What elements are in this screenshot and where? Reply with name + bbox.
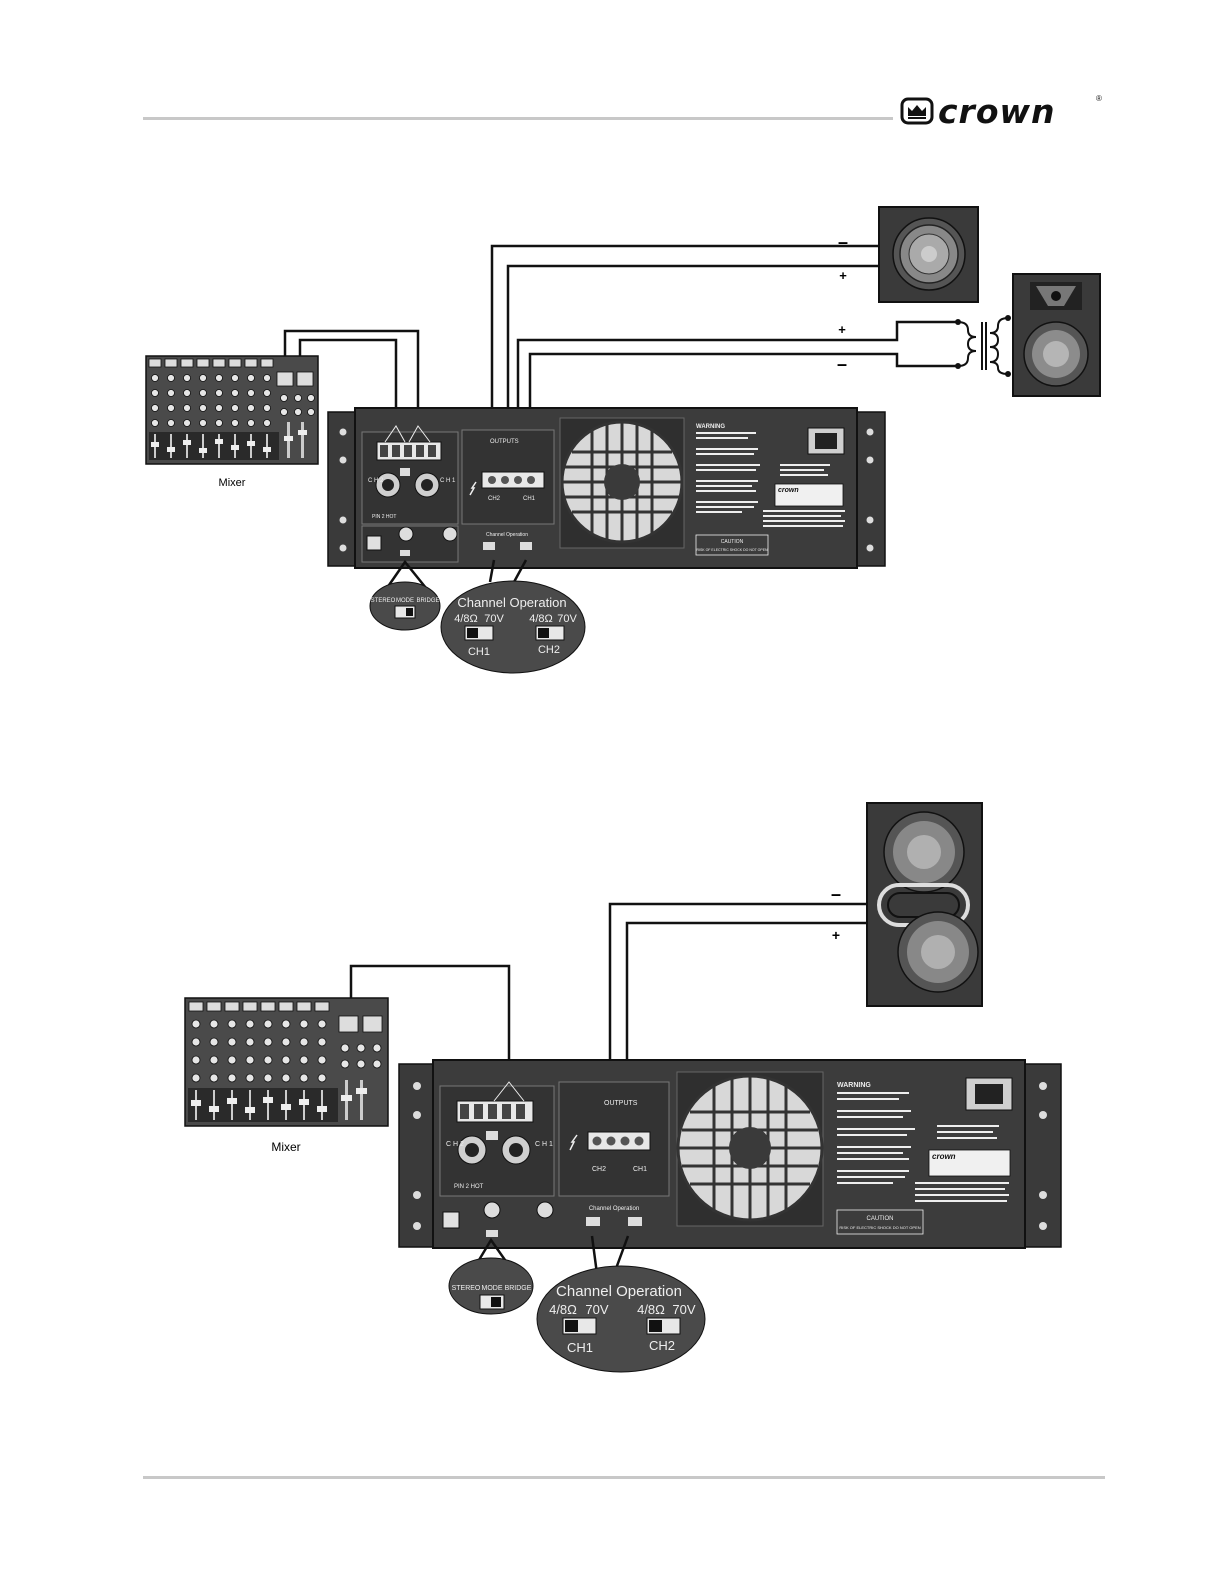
ch2-70v-label: 70V bbox=[557, 613, 577, 625]
ch1-ohm-label: 4/8Ω bbox=[549, 1302, 577, 1317]
power-inlet-icon bbox=[815, 433, 837, 449]
speaker-70v bbox=[1012, 273, 1101, 397]
transformer bbox=[957, 317, 1009, 375]
input-ch1-label: C H 1 bbox=[535, 1141, 553, 1148]
caution-sub-label: RISK OF ELECTRIC SHOCK DO NOT OPEN bbox=[696, 548, 768, 552]
mode-label: MODE bbox=[482, 1285, 503, 1292]
channel-operation-panel-label: Channel Operation bbox=[486, 532, 528, 538]
mixer-label: Mixer bbox=[219, 477, 246, 489]
speaker-bridge bbox=[866, 802, 983, 1007]
wiring-diagram-bridge: Mixer – + C bbox=[184, 802, 1062, 1373]
amplifier-rear-panel: C H 2 C H 1 PIN 2 HOT OUTPUTS CH2 CH1 WA… bbox=[398, 1059, 1062, 1249]
trademark-mark: ® bbox=[1096, 94, 1102, 103]
caution-sub-label: RISK OF ELECTRIC SHOCK DO NOT OPEN bbox=[839, 1225, 920, 1230]
fan-grille bbox=[559, 417, 685, 549]
ch2-70v-label: 70V bbox=[672, 1302, 695, 1317]
data-port-icon bbox=[366, 535, 382, 551]
polarity-plus-label-70v: + bbox=[838, 322, 846, 337]
stereo-label: STEREO bbox=[371, 598, 396, 604]
polarity-minus-label-70v: – bbox=[837, 354, 847, 374]
ch2-ohm-label: 4/8Ω bbox=[637, 1302, 665, 1317]
caution-label: CAUTION bbox=[721, 539, 744, 545]
bridge-label: BRIDGE bbox=[416, 598, 439, 604]
stereo-label: STEREO bbox=[452, 1285, 481, 1292]
output-ch2-label: CH2 bbox=[592, 1166, 606, 1173]
callout-lines bbox=[385, 559, 528, 589]
rear-panel-labels: WARNING bbox=[696, 424, 845, 527]
channel-operation-title: Channel Operation bbox=[556, 1283, 682, 1300]
polarity-minus-label: – bbox=[838, 232, 848, 252]
brand-wordmark: crown bbox=[938, 92, 1056, 131]
output-ch2-label: CH2 bbox=[488, 496, 501, 502]
speaker-low-impedance bbox=[878, 206, 979, 303]
input-cable bbox=[349, 964, 511, 1092]
bridge-label: BRIDGE bbox=[505, 1285, 532, 1292]
data-port-icon bbox=[442, 1211, 460, 1229]
speaker-cables bbox=[490, 244, 958, 467]
input-ch1-label: C H 1 bbox=[440, 478, 456, 484]
ch1-70v-label: 70V bbox=[585, 1302, 608, 1317]
mixer-faders bbox=[149, 422, 307, 460]
serial-plate-brand: crown bbox=[932, 1152, 956, 1161]
warning-heading: WARNING bbox=[696, 424, 725, 430]
mixer bbox=[145, 355, 319, 465]
channel-operation-title: Channel Operation bbox=[457, 595, 566, 610]
channel-operation-panel-label: Channel Operation bbox=[589, 1206, 639, 1212]
ch2-ohm-label: 4/8Ω bbox=[529, 613, 553, 625]
wiring-diagram-stereo: Mixer – + + – bbox=[145, 206, 1101, 674]
input-ch2-label: C H 2 bbox=[446, 1141, 464, 1148]
amplifier-rear-panel: C H 2 C H 1 PIN 2 HOT OUTPUTS CH2 CH1 WA… bbox=[327, 407, 886, 569]
ch2-label: CH2 bbox=[538, 644, 560, 656]
fan-grille bbox=[676, 1071, 824, 1227]
serial-plate-brand: crown bbox=[778, 487, 799, 494]
channel-operation-callout: Channel Operation 4/8Ω 70V 4/8Ω 70V CH1 … bbox=[440, 580, 586, 674]
output-ch1-label: CH1 bbox=[633, 1166, 647, 1173]
mixer bbox=[184, 997, 389, 1127]
warning-heading: WARNING bbox=[837, 1082, 871, 1089]
polarity-minus-label: – bbox=[831, 884, 841, 904]
mixer-meters bbox=[148, 358, 314, 387]
crown-emblem-icon bbox=[900, 97, 934, 125]
crown-logo: crown ® bbox=[900, 92, 1105, 131]
ch1-label: CH1 bbox=[567, 1340, 593, 1355]
channel-operation-callout: Channel Operation 4/8Ω 70V 4/8Ω 70V CH1 … bbox=[536, 1265, 706, 1373]
pin-hot-label: PIN 2 HOT bbox=[454, 1184, 484, 1190]
ch1-ohm-label: 4/8Ω bbox=[454, 613, 478, 625]
input-cables bbox=[283, 329, 420, 420]
lightning-icon bbox=[469, 481, 477, 496]
outputs-label: OUTPUTS bbox=[604, 1100, 638, 1107]
pin-hot-label: PIN 2 HOT bbox=[372, 514, 396, 520]
caution-label: CAUTION bbox=[867, 1216, 894, 1222]
mode-label: MODE bbox=[396, 598, 414, 604]
ch1-label: CH1 bbox=[468, 646, 490, 658]
mixer-knobs bbox=[151, 374, 315, 427]
header-rule bbox=[143, 117, 893, 120]
lightning-icon bbox=[569, 1134, 578, 1151]
outputs-label: OUTPUTS bbox=[490, 439, 519, 445]
output-ch1-label: CH1 bbox=[523, 496, 536, 502]
polarity-plus-label: + bbox=[832, 927, 840, 943]
ch1-70v-label: 70V bbox=[484, 613, 504, 625]
mode-switch-callout: STEREO MODE BRIDGE bbox=[448, 1257, 534, 1315]
input-ch2-label: C H 2 bbox=[368, 478, 384, 484]
footer-rule bbox=[143, 1476, 1105, 1479]
mode-switch-callout: STEREO MODE BRIDGE bbox=[369, 581, 441, 631]
mixer-label: Mixer bbox=[271, 1140, 300, 1154]
polarity-plus-label: + bbox=[839, 268, 847, 283]
power-inlet-icon bbox=[975, 1084, 1003, 1104]
ch2-label: CH2 bbox=[649, 1338, 675, 1353]
